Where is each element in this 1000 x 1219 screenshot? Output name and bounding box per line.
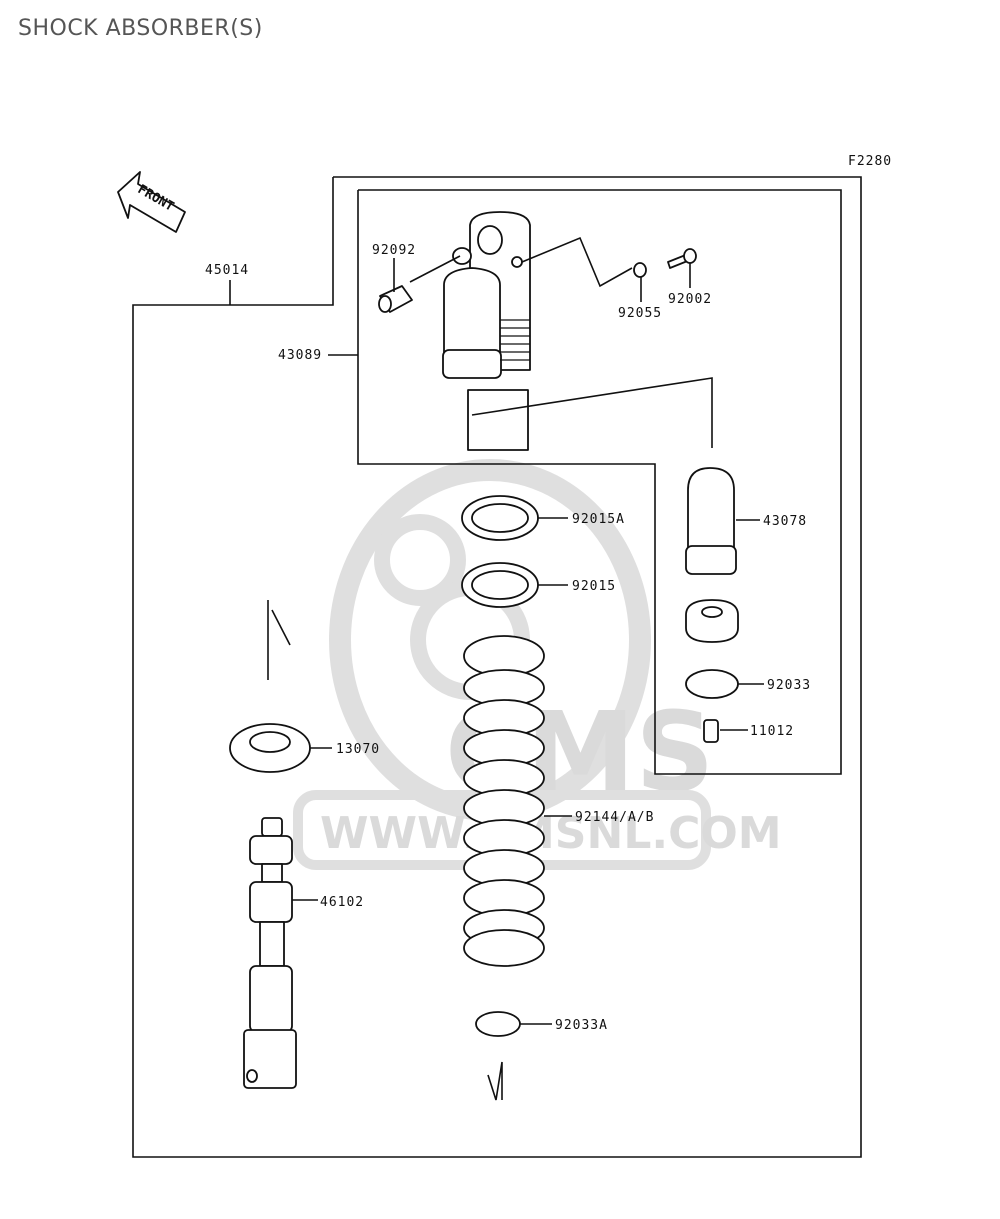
locknut-icon: [461, 562, 568, 608]
part-number-92144: 92144/A/B: [575, 810, 654, 825]
collar-icon: [378, 285, 413, 313]
front-arrow-icon: FRONT: [117, 171, 186, 233]
part-number-43078: 43078: [763, 514, 807, 529]
part-number-92015: 92015: [572, 579, 616, 594]
figure-code: F2280: [848, 154, 892, 169]
circlip-icon: [685, 669, 764, 699]
part-number-92033: 92033: [767, 678, 811, 693]
rod-assembly-icon: [243, 817, 318, 1089]
part-number-92002: 92002: [668, 292, 712, 307]
part-number-92015A: 92015A: [572, 512, 625, 527]
circlip-a-icon: [475, 1011, 552, 1101]
shock-body-icon: [442, 211, 531, 451]
part-number-45014: 45014: [205, 263, 249, 278]
bolt-icon: [667, 248, 697, 269]
assembly-frame: [132, 176, 862, 1158]
spring-icon: [463, 635, 572, 967]
upper-group-frame: [357, 189, 842, 775]
part-number-13070: 13070: [336, 742, 380, 757]
page-title: SHOCK ABSORBER(S): [18, 16, 263, 41]
reservoir-icon: [685, 467, 760, 575]
part-number-11012: 11012: [750, 724, 794, 739]
reservoir-cap-icon: [685, 599, 739, 643]
spring-seat-icon: [229, 600, 332, 773]
part-number-43089: 43089: [278, 348, 322, 363]
valve-icon: [703, 719, 748, 743]
part-number-92092: 92092: [372, 243, 416, 258]
part-number-92055: 92055: [618, 306, 662, 321]
locknut-a-icon: [461, 495, 568, 541]
part-number-92033A: 92033A: [555, 1018, 608, 1033]
upper-leaders: [229, 236, 713, 448]
oring-icon: [633, 262, 647, 278]
part-number-46102: 46102: [320, 895, 364, 910]
